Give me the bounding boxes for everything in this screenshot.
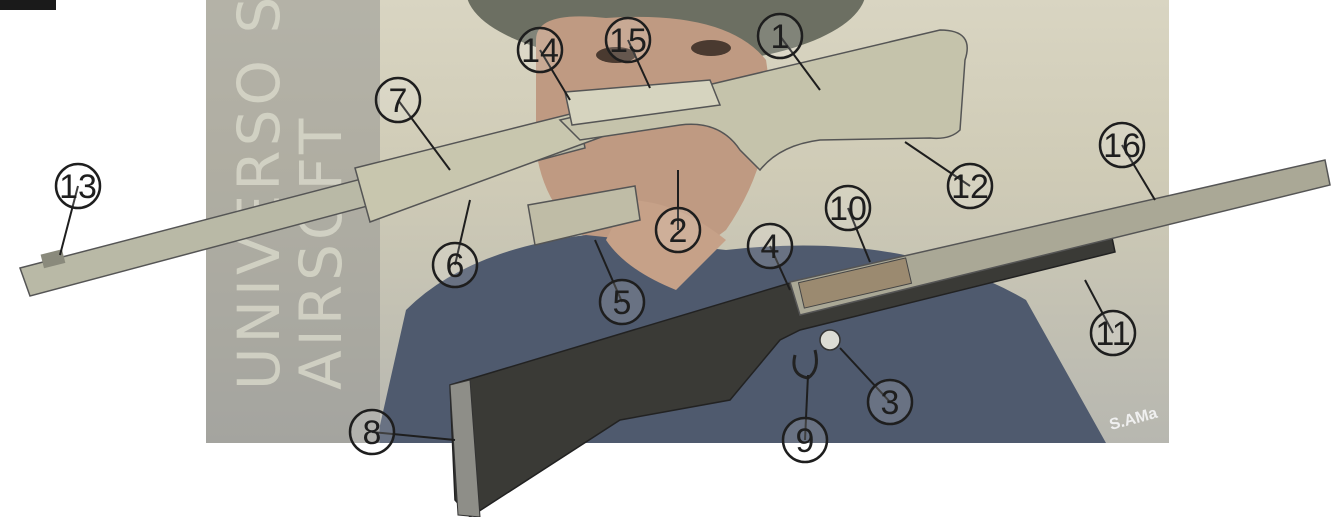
magazine (528, 186, 640, 245)
callout-15: 15 (606, 18, 650, 88)
callout-number: 4 (761, 228, 780, 266)
callout-9: 9 (783, 375, 827, 462)
callout-number: 7 (389, 82, 408, 120)
bolt-knob (820, 330, 840, 350)
callout-number: 15 (609, 22, 647, 60)
callout-number: 6 (446, 247, 465, 285)
callout-12: 12 (905, 142, 992, 208)
callout-8: 8 (350, 410, 455, 454)
callout-number: 16 (1103, 127, 1141, 165)
callout-number: 8 (363, 414, 382, 452)
callout-number: 9 (796, 422, 815, 460)
callout-number: 13 (59, 168, 97, 206)
callout-number: 10 (829, 190, 867, 228)
callout-2: 2 (656, 170, 700, 252)
callout-11: 11 (1085, 280, 1135, 355)
callout-number: 14 (521, 32, 559, 70)
callout-number: 12 (951, 168, 989, 206)
callout-13: 13 (56, 164, 100, 255)
trigger-guard (794, 350, 817, 378)
callout-10: 10 (826, 186, 870, 262)
callout-number: 11 (1095, 315, 1130, 353)
callout-6: 6 (433, 200, 477, 287)
callout-16: 16 (1100, 123, 1155, 200)
callout-number: 1 (771, 18, 790, 56)
callout-3: 3 (840, 348, 912, 424)
callout-number: 5 (613, 284, 632, 322)
callout-number: 2 (669, 212, 688, 250)
callout-5: 5 (595, 240, 644, 324)
callout-number: 3 (881, 384, 900, 422)
callout-14: 14 (518, 28, 570, 100)
callout-4: 4 (748, 224, 792, 290)
